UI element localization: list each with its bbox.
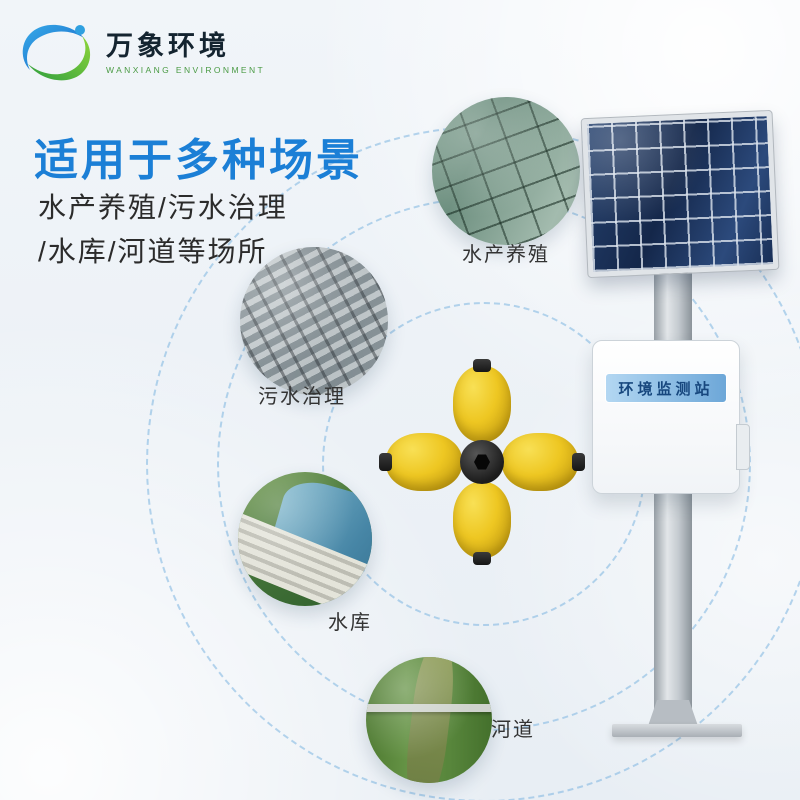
subtitle-line-2: /水库/河道等场所 <box>38 236 268 267</box>
brand-logo: 万象环境 WANXIANG ENVIRONMENT <box>18 20 265 86</box>
scenario-label-river: 河道 <box>491 719 535 741</box>
station-enclosure-latch <box>736 424 750 470</box>
station-base-plate <box>612 724 742 737</box>
scenario-label-sewage: 污水治理 <box>258 386 346 408</box>
buoy-float-top <box>453 366 511 442</box>
scenario-photo-reservoir <box>238 472 372 606</box>
buoy-float-bottom <box>453 482 511 558</box>
buoy-cap <box>379 453 392 471</box>
brand-name-en: WANXIANG ENVIRONMENT <box>106 65 266 76</box>
buoy-float-left <box>386 433 462 491</box>
station-base-gusset <box>648 700 698 726</box>
scenario-photo-sewage <box>240 247 388 395</box>
scenario-label-reservoir: 水库 <box>328 612 372 634</box>
station-enclosure: 环境监测站 <box>592 340 740 494</box>
logo-swirl-icon <box>22 24 91 81</box>
buoy-cap <box>473 552 491 565</box>
photo-glare <box>432 97 580 245</box>
station-enclosure-label: 环境监测站 <box>605 373 727 403</box>
photo-glare <box>238 472 372 606</box>
scenario-label-aquaculture: 水产养殖 <box>462 244 550 266</box>
solar-panel <box>580 109 780 279</box>
subtitle-line-1: 水产养殖/污水治理 <box>38 192 288 223</box>
brand-name: 万象环境 <box>106 30 230 61</box>
buoy-cap <box>473 359 491 372</box>
river-bridge-texture <box>366 703 492 713</box>
photo-glare <box>240 247 388 395</box>
scenario-photo-aquaculture <box>432 97 580 245</box>
buoy-float-right <box>502 433 578 491</box>
scenario-photo-river <box>366 657 492 783</box>
buoy-hub-nut <box>474 454 490 470</box>
page-title: 适用于多种场景 <box>34 136 363 185</box>
buoy-cap <box>572 453 585 471</box>
photo-glare <box>366 657 492 783</box>
monitoring-buoy <box>379 359 585 565</box>
